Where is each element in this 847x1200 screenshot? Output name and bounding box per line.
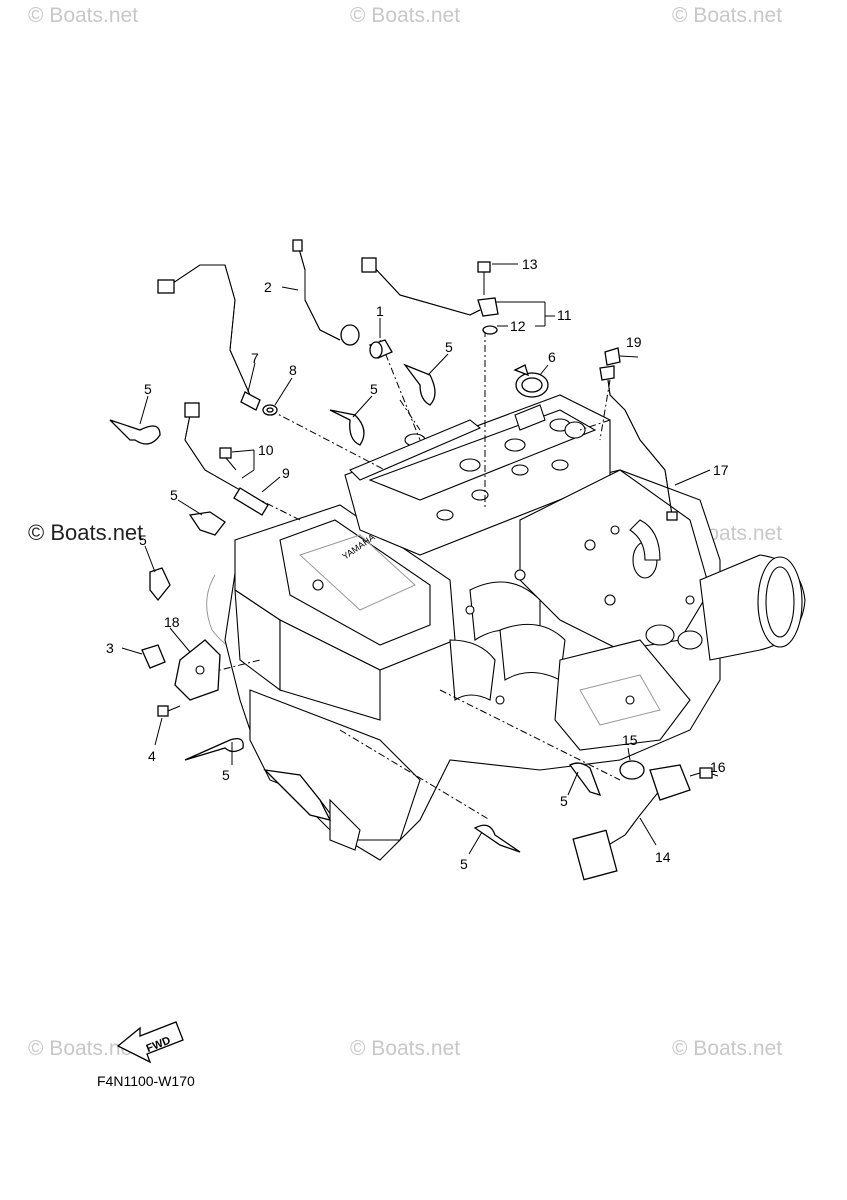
watermark-top-right: © Boats.net	[672, 4, 782, 27]
callout-5-g: 5	[560, 793, 568, 809]
part-19-fitting	[599, 347, 621, 381]
part-16-bolt	[689, 767, 713, 779]
engine-assembly: YAMAHA	[206, 394, 806, 861]
callout-1: 1	[376, 303, 384, 319]
part-7-harness	[157, 264, 261, 411]
callout-5-e: 5	[370, 381, 378, 397]
watermark-top-left: © Boats.net	[28, 4, 138, 27]
callout-numbers: 1 2 3 4 5 5 5 5 5 5 5 5 6 7 8 9 10 11 12…	[106, 256, 729, 872]
leader-lines	[179, 330, 621, 821]
callout-5-h: 5	[460, 856, 468, 872]
callout-12: 12	[510, 318, 526, 334]
watermark-bottom-center: © Boats.net	[350, 1037, 460, 1060]
callout-8: 8	[289, 362, 297, 378]
callout-2: 2	[264, 279, 272, 295]
cable-ties	[109, 363, 602, 853]
watermark-top-center: © Boats.net	[350, 4, 460, 27]
callout-9: 9	[282, 465, 290, 481]
callout-19: 19	[626, 334, 642, 350]
part-1-sensor	[369, 339, 393, 359]
part-15-o-ring	[619, 760, 645, 780]
callout-14: 14	[655, 849, 671, 865]
top-sensor-harness	[361, 257, 481, 316]
watermark-bottom-right: © Boats.net	[672, 1037, 782, 1060]
part-3-sensor	[141, 644, 166, 669]
callout-18: 18	[164, 614, 180, 630]
callout-11: 11	[557, 307, 572, 323]
diagram-code: F4N1100-W170	[97, 1073, 195, 1089]
callout-5-a: 5	[144, 381, 152, 397]
part-9-sensor	[184, 402, 269, 516]
part-11-sensor	[477, 297, 499, 317]
part-4-bolt	[157, 705, 181, 717]
part-12-o-ring	[482, 325, 498, 335]
spark-plug-bosses	[404, 418, 571, 521]
callout-5-f: 5	[222, 767, 230, 783]
watermark-middle-left: © Boats.net	[28, 520, 143, 545]
callout-7: 7	[251, 350, 259, 366]
watermark-bottom-left: © Boats.net	[28, 1037, 138, 1060]
callout-17: 17	[713, 462, 729, 478]
callout-5-d: 5	[445, 339, 453, 355]
callout-16: 16	[710, 759, 726, 775]
callout-leaders	[121, 263, 719, 855]
callout-15: 15	[622, 732, 638, 748]
callout-5-c: 5	[139, 532, 147, 548]
part-6-clamp	[513, 364, 549, 398]
callout-13: 13	[522, 256, 538, 272]
callout-6: 6	[548, 349, 556, 365]
part-2-harness	[292, 239, 360, 346]
part-17-hose	[607, 379, 678, 521]
callout-5-b: 5	[170, 487, 178, 503]
part-8-washer	[262, 404, 278, 416]
part-18-bracket	[174, 639, 221, 701]
callout-4: 4	[148, 748, 156, 764]
part-14-sensor	[572, 764, 691, 881]
callout-10: 10	[258, 442, 274, 458]
part-10-bolt	[219, 447, 237, 471]
part-13-bolt	[477, 261, 491, 295]
callout-3: 3	[106, 640, 114, 656]
